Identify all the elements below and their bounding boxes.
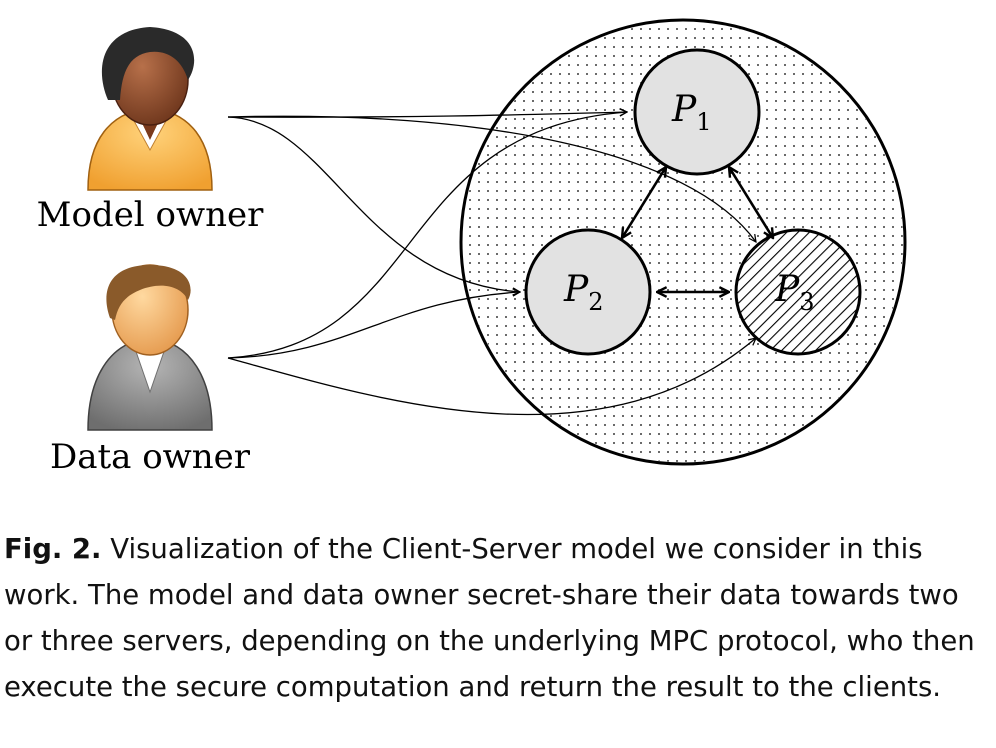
server-p2-label: P2 <box>563 269 604 316</box>
server-p1-label: P1 <box>671 89 712 136</box>
figure-caption: Fig. 2. Visualization of the Client-Serv… <box>4 526 992 710</box>
p1-p3-link <box>729 167 773 238</box>
model-owner-label: Model owner <box>37 195 264 235</box>
share-connections <box>227 112 756 416</box>
server-p2-node <box>524 228 652 356</box>
data-owner-label: Data owner <box>50 437 251 477</box>
p1-p2-link <box>622 167 666 238</box>
figure-caption-text: Visualization of the Client-Server model… <box>4 533 975 703</box>
model-owner-to-p2-arrow <box>227 116 520 292</box>
data-owner-avatar <box>87 264 213 431</box>
client-server-diagram: P1 P2 P3 Model owner Data owner <box>37 18 907 477</box>
data-owner-to-p1-arrow <box>227 112 627 359</box>
model-owner-avatar <box>87 27 213 191</box>
server-p1-node <box>633 48 761 176</box>
data-owner-hair <box>106 265 191 320</box>
model-owner-hair <box>101 27 195 100</box>
server-links <box>622 167 773 292</box>
model-owner-to-p1-arrow <box>227 112 627 118</box>
model-owner-to-p3-arrow <box>227 115 756 242</box>
data-owner-to-p2-arrow <box>227 292 520 359</box>
data-owner-to-p3-arrow <box>227 338 756 416</box>
figure-caption-label: Fig. 2. <box>4 533 102 565</box>
server-p3-label: P3 <box>774 269 815 316</box>
server-p3-node <box>734 228 862 356</box>
